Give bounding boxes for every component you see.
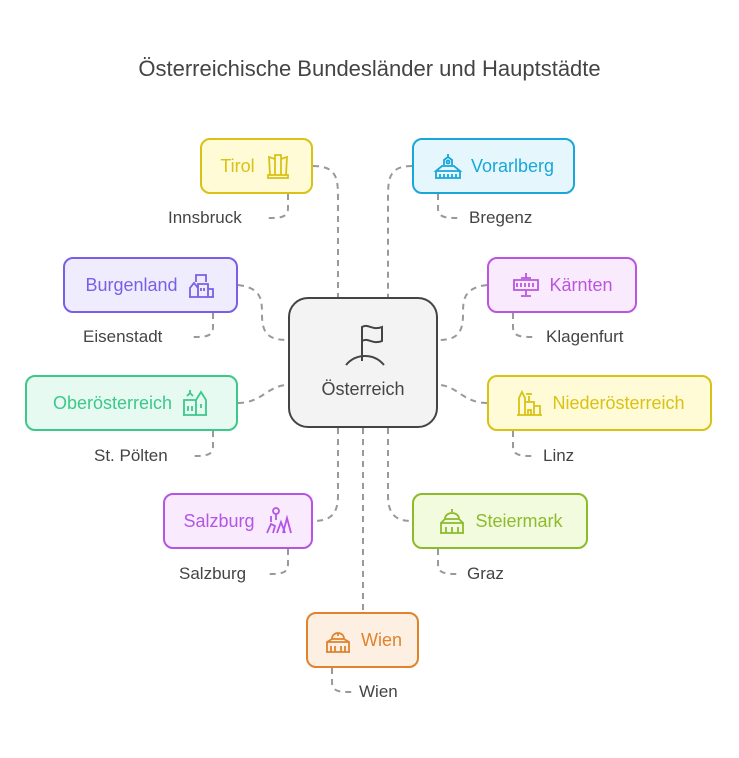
state-name: Oberösterreich [52, 392, 173, 413]
connector-burgenland [237, 284, 289, 341]
monument-icon [266, 154, 289, 179]
palace-icon [513, 273, 540, 297]
state-node-burgenland: Burgenland [63, 257, 238, 313]
sub-connector-wien [331, 668, 353, 693]
cathedral-icon [517, 389, 543, 416]
capital-label-steiermark: Graz [467, 564, 504, 583]
state-name: Kärnten [549, 274, 613, 295]
sub-connector-salzburg [265, 549, 289, 575]
state-name: Tirol [220, 155, 255, 176]
state-node-tirol: Tirol [200, 138, 313, 194]
connector-niederoesterreich [437, 384, 488, 404]
state-node-kaernten: Kärnten [487, 257, 637, 313]
parliament-icon [325, 632, 350, 653]
state-name: Vorarlberg [470, 155, 555, 176]
town-hall-icon [433, 154, 463, 179]
capital-label-vorarlberg: Bregenz [469, 208, 533, 227]
capital-label-burgenland: Eisenstadt [83, 327, 163, 346]
sub-connector-vorarlberg [437, 194, 461, 219]
center-label: Österreich [321, 379, 405, 399]
church-icon [183, 390, 208, 416]
state-node-steiermark: Steiermark [412, 493, 588, 549]
state-node-niederoesterreich: Niederösterreich [487, 375, 712, 431]
center-node-austria: Österreich [288, 297, 438, 428]
state-node-wien: Wien [306, 612, 419, 668]
state-name: Wien [360, 629, 402, 650]
connector-vorarlberg [387, 165, 413, 297]
connector-steiermark [387, 428, 413, 522]
connector-salzburg [312, 428, 339, 522]
capital-label-wien: Wien [359, 682, 398, 701]
state-name: Burgenland [85, 274, 178, 295]
sub-connector-steiermark [437, 549, 461, 575]
capital-label-niederoesterreich: Linz [543, 446, 575, 465]
sub-connector-niederoesterreich [512, 431, 536, 457]
flag-icon [345, 324, 385, 366]
state-node-oberoesterreich: Oberösterreich [25, 375, 238, 431]
dome-building-icon [440, 509, 465, 534]
capital-label-tirol: Innsbruck [168, 208, 242, 227]
state-node-vorarlberg: Vorarlberg [412, 138, 575, 194]
sub-connector-kaernten [512, 313, 536, 338]
state-name: Niederösterreich [552, 392, 685, 413]
houses-icon [188, 274, 214, 298]
capital-label-salzburg: Salzburg [179, 564, 247, 583]
capital-label-oberoesterreich: St. Pölten [94, 446, 168, 465]
state-name: Steiermark [475, 510, 563, 531]
connector-oberoesterreich [237, 384, 289, 404]
diagram-title: Österreichische Bundesländer und Hauptst… [138, 56, 601, 81]
sub-connector-oberoesterreich [190, 431, 214, 457]
hiking-icon [265, 507, 292, 534]
connector-kaernten [437, 284, 488, 341]
capital-label-kaernten: Klagenfurt [546, 327, 624, 346]
connector-tirol [312, 165, 339, 297]
sub-connector-burgenland [190, 313, 214, 338]
sub-connector-tirol [265, 194, 289, 219]
state-name: Salzburg [183, 510, 255, 531]
state-node-salzburg: Salzburg [163, 493, 313, 549]
